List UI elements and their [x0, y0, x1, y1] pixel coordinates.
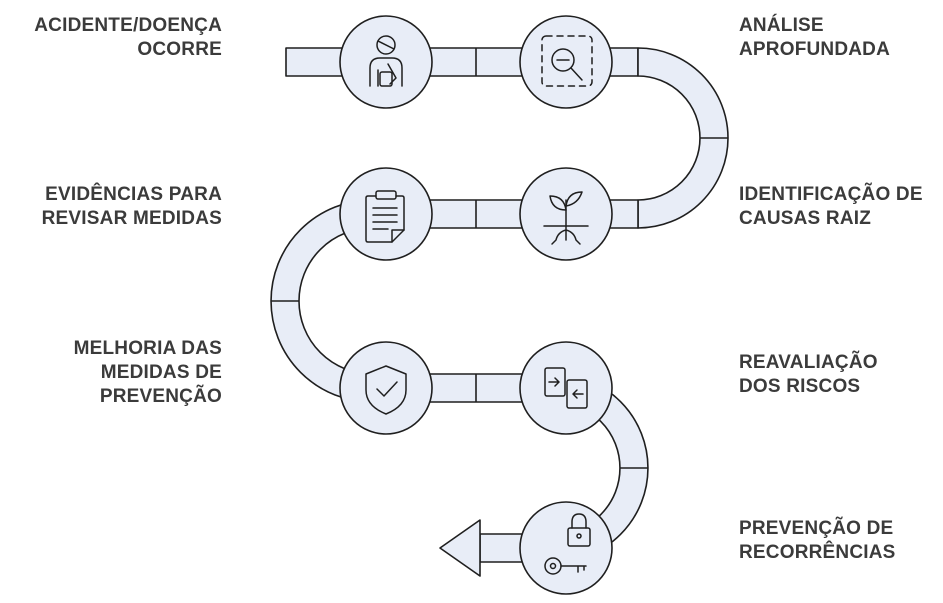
segment-dividers [271, 48, 728, 469]
step-label-6: REAVALIAÇÃO DOS RISCOS [739, 351, 939, 399]
step-label-5: MELHORIA DAS MEDIDAS DE PREVENÇÃO [10, 337, 222, 409]
step-label-6-line-1: REAVALIAÇÃO [739, 352, 878, 373]
step-circle-7 [519, 501, 613, 595]
step-circle-1 [339, 15, 433, 109]
step-label-5-line-1: MELHORIA DAS [73, 338, 222, 359]
step-circle-4 [339, 167, 433, 261]
clipboard-icon [365, 190, 405, 243]
injured-person-icon [369, 35, 403, 87]
zoom-analysis-icon [541, 35, 593, 87]
step-label-3-line-1: IDENTIFICAÇÃO DE [739, 184, 923, 205]
step-label-4-line-2: REVISAR MEDIDAS [41, 208, 222, 229]
winding-path-track [270, 15, 729, 595]
step-label-2-line-1: ANÁLISE [739, 15, 824, 36]
exchange-arrows-icon [544, 367, 588, 409]
step-label-1-line-1: ACIDENTE/DOENÇA [34, 15, 222, 36]
step-label-1: ACIDENTE/DOENÇA OCORRE [10, 14, 222, 62]
step-circle-6 [519, 341, 613, 435]
step-label-5-line-2: MEDIDAS DE [100, 362, 222, 383]
shield-check-icon [365, 365, 407, 415]
step-label-2: ANÁLISE APROFUNDADA [739, 14, 939, 62]
step-circle-2 [519, 15, 613, 109]
step-label-7-line-2: RECORRÊNCIAS [739, 542, 896, 563]
step-label-3-line-2: CAUSAS RAIZ [739, 208, 872, 229]
step-label-1-line-2: OCORRE [137, 39, 222, 60]
step-label-4: EVIDÊNCIAS PARA REVISAR MEDIDAS [10, 183, 222, 231]
step-label-4-line-1: EVIDÊNCIAS PARA [45, 184, 222, 205]
step-circle-5 [339, 341, 433, 435]
step-label-3: IDENTIFICAÇÃO DE CAUSAS RAIZ [739, 183, 939, 231]
step-label-5-line-3: PREVENÇÃO [99, 386, 222, 407]
step-label-7-line-1: PREVENÇÃO DE [739, 518, 894, 539]
step-label-2-line-2: APROFUNDADA [739, 39, 891, 60]
step-label-6-line-2: DOS RISCOS [739, 376, 861, 397]
step-label-7: PREVENÇÃO DE RECORRÊNCIAS [739, 517, 939, 565]
lock-key-icon [544, 513, 591, 575]
sprout-roots-icon [543, 191, 589, 245]
